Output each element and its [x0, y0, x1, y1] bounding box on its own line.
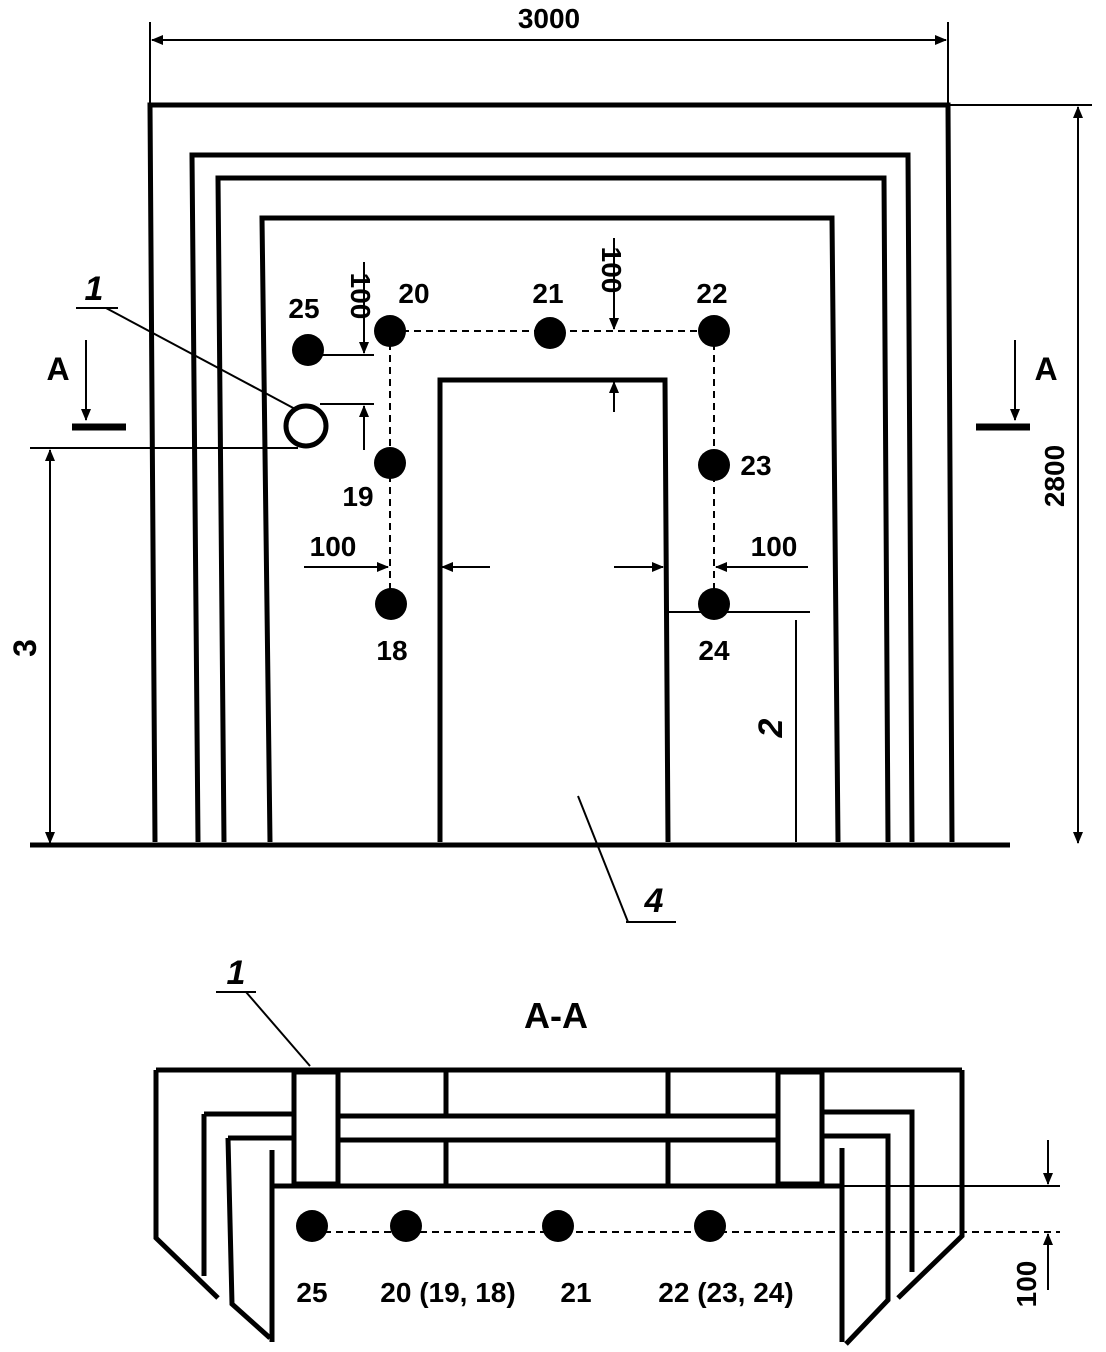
- callout-1-leader: [105, 307, 298, 411]
- section-dim-label: 100: [1011, 1261, 1042, 1308]
- section-left-outer: [153, 1070, 220, 1300]
- label-21: 21: [532, 278, 563, 309]
- section-title: A-A: [524, 995, 588, 1036]
- section-label-25: 25: [296, 1277, 327, 1308]
- label-19: 19: [342, 481, 373, 512]
- label-20: 20: [398, 278, 429, 309]
- point-20: [374, 315, 406, 347]
- dimleft-label: 100: [310, 531, 357, 562]
- section-right-2: [822, 1109, 915, 1272]
- section-point-22: [694, 1210, 726, 1242]
- point-25: [292, 334, 324, 366]
- inner-frame: [259, 215, 841, 843]
- section-point-21: [542, 1210, 574, 1242]
- callout-3-label: 3: [7, 639, 43, 657]
- point-18: [375, 588, 407, 620]
- dim21-label: 100: [596, 247, 627, 294]
- frame-3: [215, 175, 891, 843]
- section-label-22: 22 (23, 24): [658, 1277, 793, 1308]
- point-22: [698, 315, 730, 347]
- callout-1s-label: 1: [227, 954, 246, 992]
- section-right-outer: [896, 1070, 965, 1300]
- callout-1s-leader: [245, 991, 311, 1067]
- dimright-label: 100: [751, 531, 798, 562]
- elevation-view: 3000 2800 A A 1 3: [7, 3, 1092, 923]
- callout-4-label: 4: [644, 882, 664, 920]
- section-sensor-left: [291, 1069, 341, 1187]
- section-label-20: 20 (19, 18): [380, 1277, 515, 1308]
- label-23: 23: [740, 450, 771, 481]
- callout-2-label: 2: [752, 718, 790, 738]
- dim25-label: 100: [345, 273, 376, 320]
- label-18: 18: [376, 635, 407, 666]
- section-a-right-label: A: [1034, 351, 1057, 387]
- label-24: 24: [698, 635, 730, 666]
- section-point-20: [390, 1210, 422, 1242]
- label-25: 25: [288, 293, 319, 324]
- sensor-1-circle: [283, 403, 329, 449]
- outer-frame: [147, 102, 955, 843]
- section-label-21: 21: [560, 1277, 591, 1308]
- frame-2: [189, 152, 915, 843]
- dim-height-label: 2800: [1039, 445, 1070, 507]
- section-sensor-right: [775, 1069, 825, 1187]
- section-right-3: [822, 1133, 891, 1346]
- point-19: [374, 447, 406, 479]
- section-point-25: [296, 1210, 328, 1242]
- point-24: [698, 588, 730, 620]
- section-a-left-label: A: [46, 351, 69, 387]
- callout-4-leader: [577, 795, 629, 923]
- dim-width-label: 3000: [518, 3, 580, 34]
- label-22: 22: [696, 278, 727, 309]
- point-21: [534, 317, 566, 349]
- section-view: A-A 1 100: [153, 954, 1060, 1346]
- callout-1-label: 1: [85, 270, 104, 308]
- section-left-3v: [225, 1137, 272, 1340]
- door-opening: [437, 377, 671, 843]
- point-23: [698, 449, 730, 481]
